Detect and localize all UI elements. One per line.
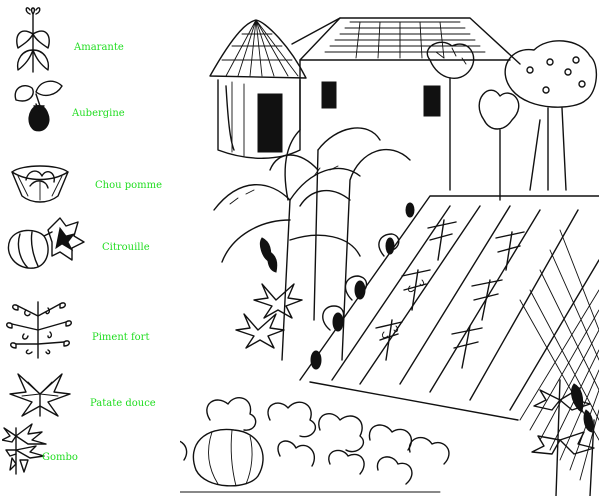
pumpkin-patch bbox=[180, 396, 450, 493]
legend-label-piment-fort: Piment fort bbox=[92, 332, 150, 343]
legend-label-patate-douce: Patate douce bbox=[90, 398, 156, 409]
legend-label-chou-pomme: Chou pomme bbox=[95, 180, 163, 191]
pepper-rows bbox=[375, 219, 525, 369]
okra-plant-icon bbox=[2, 423, 47, 475]
trellis-lattice bbox=[519, 229, 599, 481]
okra-plants bbox=[531, 379, 595, 496]
legend-label-citrouille: Citrouille bbox=[102, 242, 150, 253]
pumpkin-icon bbox=[7, 217, 85, 269]
legend-label-aubergine: Aubergine bbox=[72, 108, 125, 119]
cabbage-icon bbox=[11, 165, 69, 203]
legend-label-gombo: Gombo bbox=[42, 452, 78, 463]
legend-label-amarante: Amarante bbox=[74, 42, 124, 53]
banana-plants bbox=[213, 127, 411, 361]
vegetable-garden-scene bbox=[180, 17, 599, 496]
eggplant-icon bbox=[14, 80, 63, 132]
chili-plant-icon bbox=[6, 301, 72, 359]
planting-beds bbox=[299, 195, 599, 421]
thatched-hut bbox=[209, 19, 307, 159]
amaranth-plant-icon bbox=[16, 7, 50, 73]
fruit-trees bbox=[426, 40, 597, 201]
brick-house bbox=[291, 17, 521, 131]
eggplant-row bbox=[310, 202, 415, 370]
sweet-potato-leaf-icon bbox=[9, 373, 71, 417]
sweet-potato-patch bbox=[235, 283, 303, 349]
